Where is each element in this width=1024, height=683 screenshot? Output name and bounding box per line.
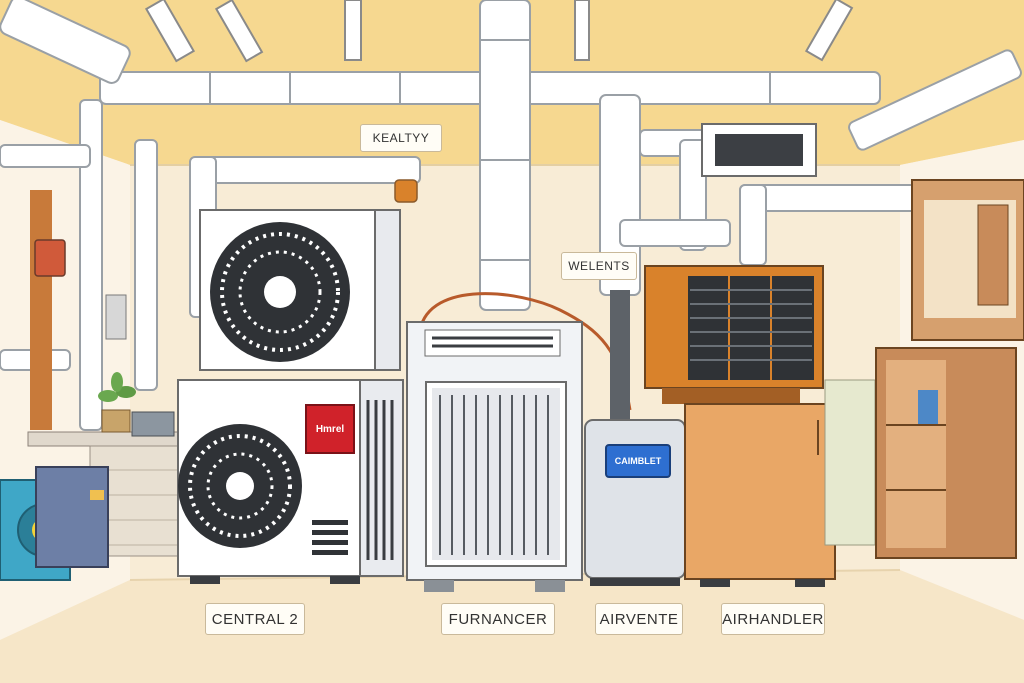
gray-box [131,411,175,437]
duct-pipes [0,0,1022,431]
ceiling-beams [144,0,854,63]
wall-vent [701,123,817,177]
callout-top-label: KEALTYY [360,124,442,152]
callout-middle-label: WELENTS [561,252,637,280]
upper-condenser [199,209,401,371]
central-condenser [177,379,404,584]
airhandler-label: AIRHANDLER [721,603,825,635]
wall-window [911,179,1024,341]
central-label: CENTRAL 2 [205,603,305,635]
pipe-rings [209,39,771,261]
teal-unit [0,466,109,581]
furnace-label: FURNANCER [441,603,555,635]
condenser-brand-badge: Hmrel [305,404,355,454]
airvent-screen-badge: CAIMBLET [605,444,671,478]
pipe-valve [394,179,418,203]
wall-shelf-post [30,190,52,430]
potted-plant [98,372,136,433]
airvent-label: AIRVENTE [595,603,683,635]
furnace-unit [406,321,583,592]
wall-cabinet [824,379,876,546]
electrical-panel [105,294,127,340]
wooden-shelf [875,347,1017,559]
thermostat [34,239,66,277]
